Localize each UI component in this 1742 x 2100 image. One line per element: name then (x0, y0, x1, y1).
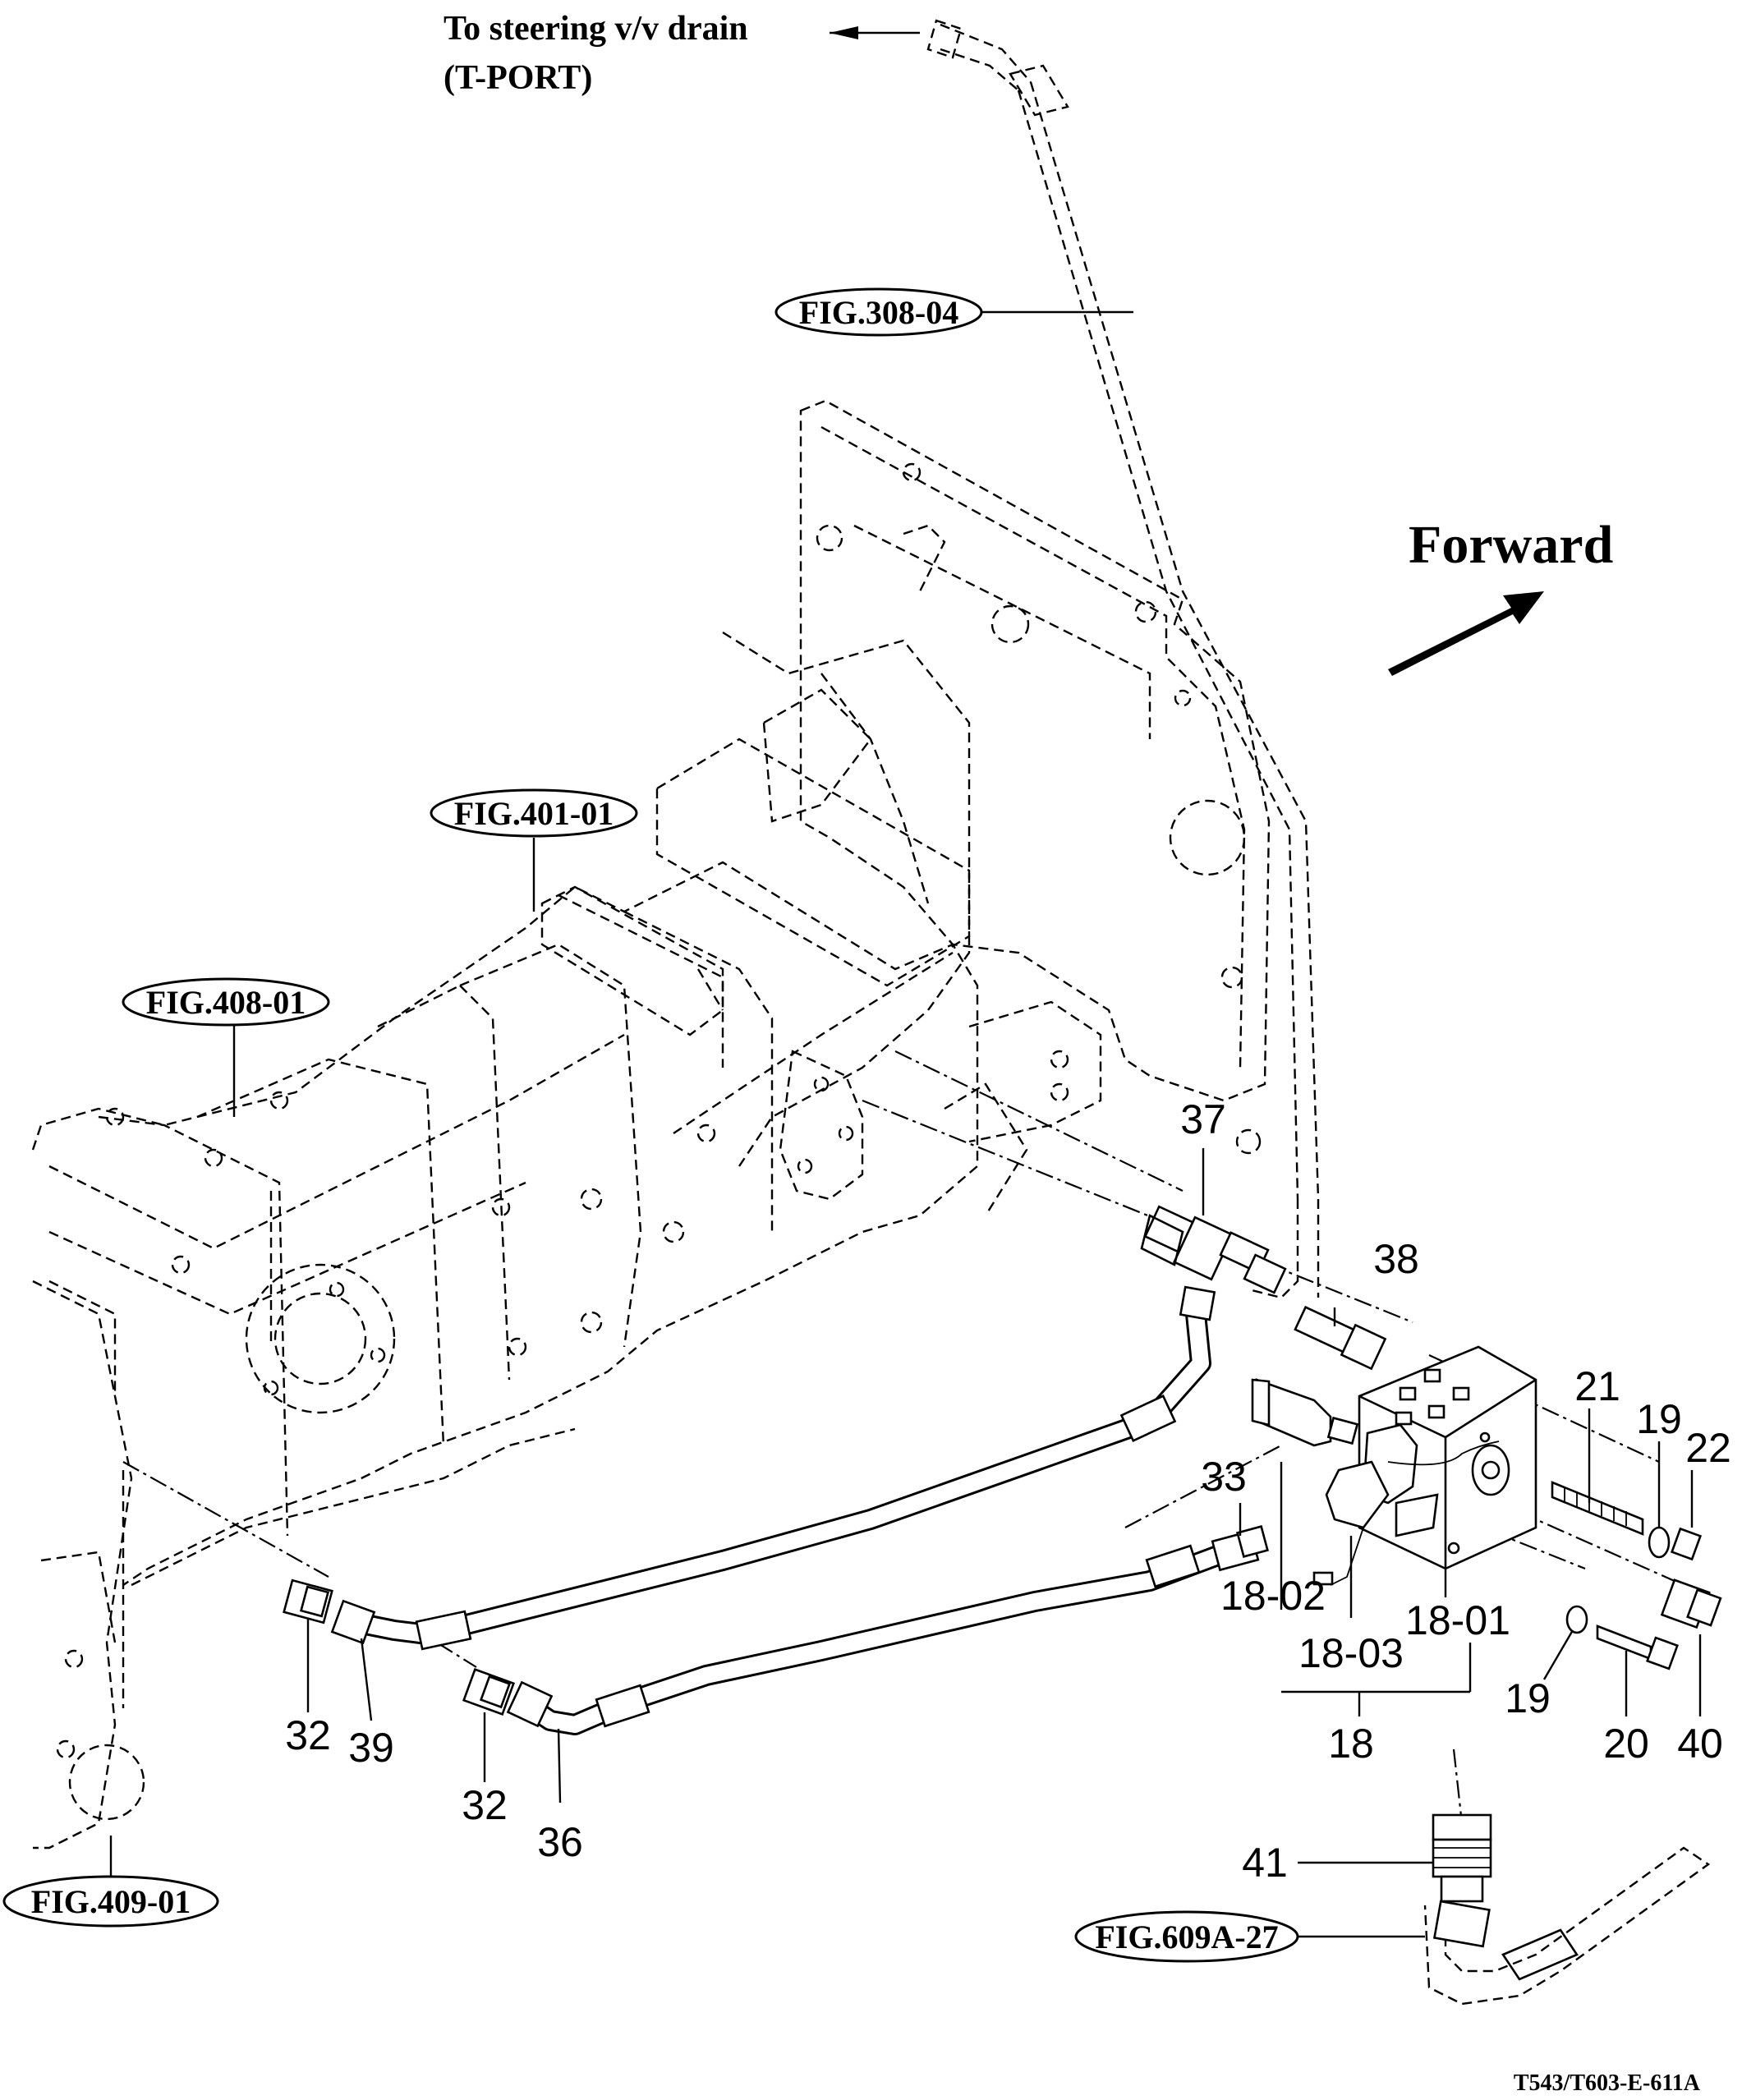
fig-ref-label: FIG.609A-27 (1095, 1918, 1278, 1955)
callout-20[interactable]: 20 (1603, 1721, 1649, 1767)
forward-label: Forward (1409, 515, 1613, 575)
hose-39 (330, 1285, 1216, 1651)
callout-39[interactable]: 39 (348, 1725, 394, 1771)
fitting-32-upper (283, 1578, 333, 1624)
forward-arrow-icon (1388, 591, 1544, 676)
fig-ref-401-01[interactable]: FIG.401-01 (430, 788, 638, 838)
callout-18-03[interactable]: 18-03 (1298, 1630, 1404, 1676)
callout-32-lower[interactable]: 32 (462, 1782, 508, 1828)
fig-ref-408-01[interactable]: FIG.408-01 (122, 977, 330, 1027)
leader-lines (109, 26, 1702, 1938)
fitting-41 (1432, 1813, 1492, 1903)
return-pipe (926, 19, 1320, 1299)
fig-ref-609a-27[interactable]: FIG.609A-27 (1074, 1910, 1299, 1963)
hose-36 (506, 1544, 1226, 1735)
callout-38[interactable]: 38 (1373, 1236, 1419, 1282)
callout-19-lower[interactable]: 19 (1505, 1675, 1551, 1721)
drain-note-line1: To steering v/v drain (444, 10, 748, 48)
callout-33[interactable]: 33 (1201, 1454, 1247, 1500)
callout-19-upper[interactable]: 19 (1636, 1396, 1682, 1442)
fig-ref-label: FIG.408-01 (146, 984, 306, 1021)
drawing-number: T543/T603-E-611A (1514, 2070, 1701, 2096)
banjo-bolt-38 (1243, 1253, 1387, 1371)
transmission-housing-outline (31, 399, 1271, 1850)
fitting-33 (1211, 1525, 1269, 1572)
fig-ref-label: FIG.401-01 (454, 795, 614, 832)
fitting-32-lower (462, 1667, 515, 1716)
drain-note-line2: (T-PORT) (444, 59, 592, 97)
callout-18[interactable]: 18 (1328, 1721, 1374, 1767)
callout-numbers: 37 38 33 21 19 22 18-02 18-01 18-03 18 1… (285, 1096, 1731, 1886)
callout-18-02[interactable]: 18-02 (1220, 1573, 1326, 1619)
callout-18-01[interactable]: 18-01 (1405, 1597, 1510, 1643)
callout-37[interactable]: 37 (1180, 1096, 1226, 1142)
fig-ref-label: FIG.409-01 (31, 1883, 191, 1920)
pipe-fig609a (1423, 1846, 1711, 2006)
fig-ref-label: FIG.308-04 (799, 294, 958, 331)
callout-32-upper[interactable]: 32 (285, 1712, 331, 1758)
callout-21[interactable]: 21 (1574, 1363, 1620, 1409)
valve-block-18 (1251, 1345, 1722, 1670)
callout-41[interactable]: 41 (1242, 1840, 1288, 1886)
callout-22[interactable]: 22 (1685, 1425, 1731, 1471)
fig-ref-409-01[interactable]: FIG.409-01 (2, 1875, 219, 1928)
fig-ref-308-04[interactable]: FIG.308-04 (774, 287, 983, 337)
callout-40[interactable]: 40 (1677, 1721, 1723, 1767)
callout-36[interactable]: 36 (537, 1819, 583, 1865)
